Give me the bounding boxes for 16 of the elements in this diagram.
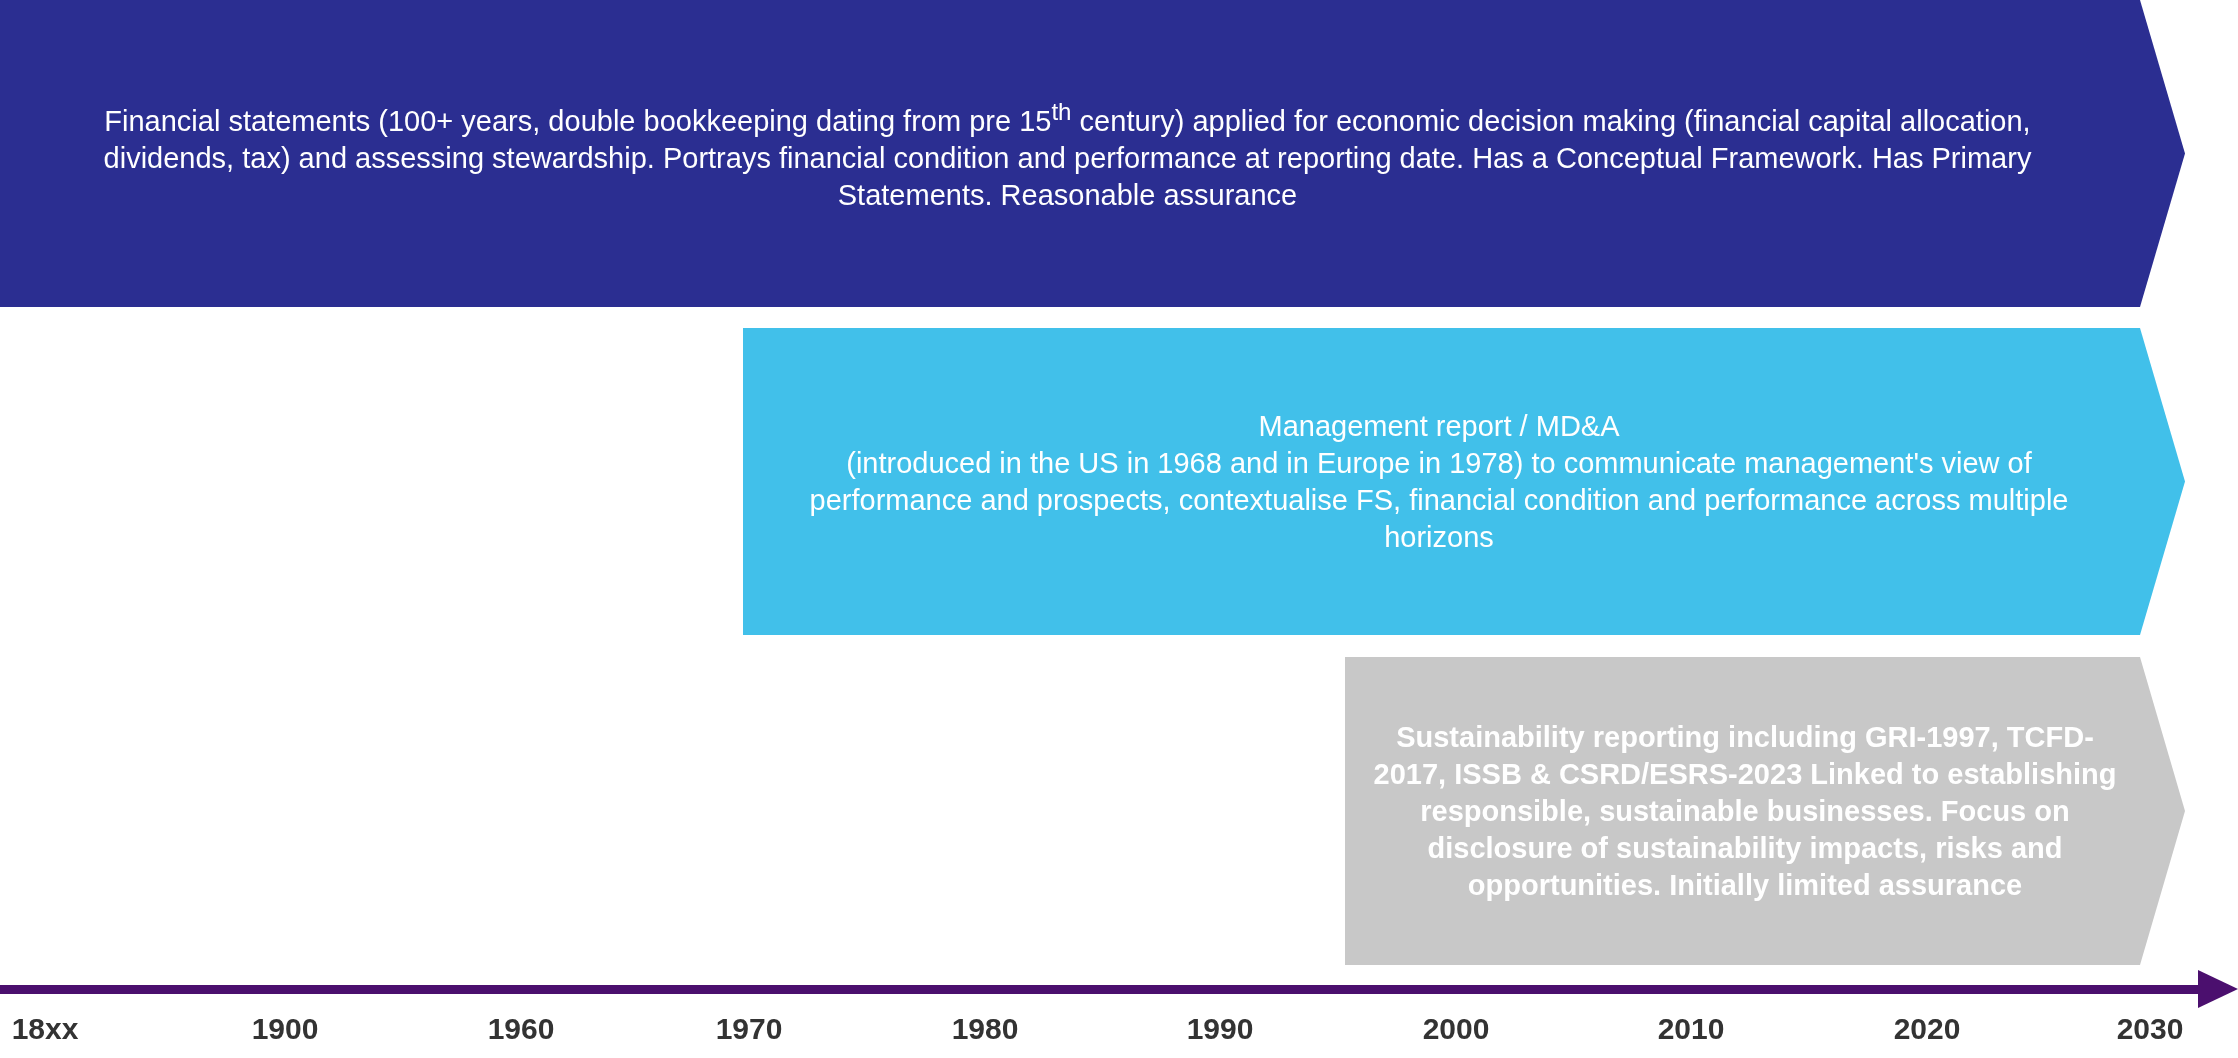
arrow-band xyxy=(0,0,2185,307)
year-label: 2010 xyxy=(1657,1012,1725,1046)
year-label: 1970 xyxy=(715,1012,783,1046)
year-label: 1900 xyxy=(251,1012,319,1046)
year-label: 1990 xyxy=(1186,1012,1254,1046)
band-text: Financial statements (100+ years, double bookkeeping dating from pre 15$^{th}$ century) applied for economic decision making (financial capital allocation, dividends, tax) and assessing stewardship. Portrays financial condition and performance at reporting date. Has a Conceptual Framework. Has Primary Statements. Reasonable assurance xyxy=(102,97,2033,213)
arrow-band xyxy=(743,328,2185,635)
year-label: 1960 xyxy=(487,1012,555,1046)
year-label: 2020 xyxy=(1893,1012,1961,1046)
year-label: 2000 xyxy=(1422,1012,1490,1046)
year-label: 2030 xyxy=(2116,1012,2184,1046)
year-label: 18xx xyxy=(11,1012,79,1046)
band-heading: Management report / MD&A xyxy=(1258,408,1620,444)
year-label: 1980 xyxy=(951,1012,1019,1046)
band-text: (introduced in the US in 1968 and in Europe in 1978) to communicate management's view of performance and prospects, contextualise FS, financial condition and performance across multiple horizons xyxy=(808,445,2070,555)
arrow-band xyxy=(1345,657,2185,965)
